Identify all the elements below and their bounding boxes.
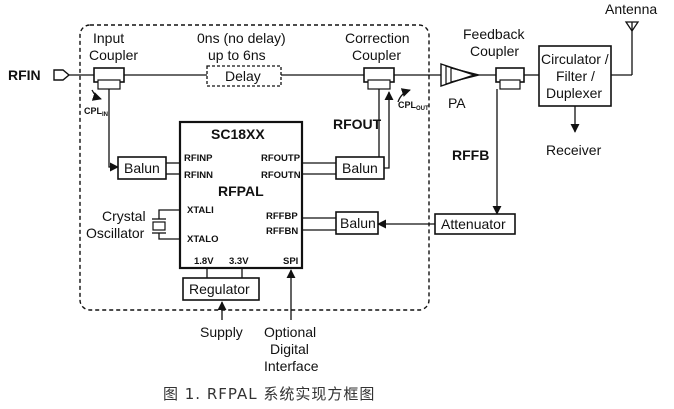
balun-out-label: Balun [342, 160, 378, 176]
input-coupler-label-1: Input [93, 30, 124, 46]
chip-name: SC18XX [211, 126, 265, 142]
balun-out [335, 156, 385, 180]
balun-fb [335, 211, 379, 235]
feedback-coupler-label-2: Coupler [470, 43, 519, 59]
delay-label-2: up to 6ns [208, 47, 266, 63]
pin-rfoutn: RFOUTN [261, 170, 301, 181]
digital-label-1: Optional [264, 324, 316, 340]
circulator-label-3: Duplexer [546, 85, 602, 101]
circulator-label-1: Circulator / [541, 51, 609, 67]
correction-coupler-inner [367, 79, 391, 90]
input-coupler-label-2: Coupler [89, 47, 138, 63]
pin-xtalo: XTALO [187, 234, 219, 245]
crystal-icon [152, 221, 166, 231]
antenna-label: Antenna [605, 1, 657, 17]
wire-cplin-balun [108, 89, 119, 172]
balun-in-label: Balun [124, 160, 160, 176]
delay-text: Delay [225, 68, 261, 84]
supply-label: Supply [200, 324, 243, 340]
crystal-label-1: Crystal [102, 208, 146, 224]
regulator-block [182, 277, 260, 301]
delay-block [206, 65, 282, 87]
sc18xx-chip [178, 120, 304, 270]
pin-rffbn: RFFBN [266, 226, 298, 237]
cpl-in-curved-arrow [91, 89, 102, 101]
pin-rfoutp: RFOUTP [261, 153, 301, 164]
figure-caption: 图 1. RFPAL 系统实现方框图 [163, 385, 375, 403]
pin-rfinn: RFINN [184, 170, 213, 181]
regulator-label: Regulator [189, 281, 250, 297]
balun-fb-label: Balun [340, 215, 376, 231]
balun-in [117, 156, 167, 180]
circulator-label-2: Filter / [556, 68, 595, 84]
wire-crystal-xtali [158, 209, 180, 219]
attenuator-label: Attenuator [441, 216, 506, 232]
pin-rffbp: RFFBP [266, 211, 298, 222]
pin-33v: 3.3V [229, 256, 249, 267]
pin-rfinp: RFINP [184, 153, 213, 164]
delay-label-1: 0ns (no delay) [197, 30, 286, 46]
module-outline [79, 24, 430, 311]
input-coupler-inner [97, 79, 121, 90]
pin-18v: 1.8V [194, 256, 214, 267]
rffb-label: RFFB [452, 147, 489, 163]
digital-label-3: Interface [264, 358, 319, 374]
correction-coupler-label-1: Correction [345, 30, 410, 46]
cpl-out-curved-arrow [397, 88, 411, 103]
cpl-in-label: CPLIN [84, 106, 108, 118]
pin-spi: SPI [283, 256, 298, 267]
pa-triangle-3 [450, 67, 480, 83]
digital-label-2: Digital [270, 341, 309, 357]
chip-core: RFPAL [218, 183, 264, 199]
correction-coupler-label-2: Coupler [352, 47, 401, 63]
feedback-coupler-inner [499, 79, 521, 90]
rfin-connector [53, 69, 71, 81]
feedback-coupler-label-1: Feedback [463, 26, 525, 42]
wire-crystal-xtalo [158, 233, 180, 240]
cpl-out-label: CPLOUT [398, 100, 429, 112]
rfout-label: RFOUT [333, 116, 382, 132]
pin-xtali: XTALI [187, 205, 214, 216]
crystal-label-2: Oscillator [86, 225, 145, 241]
rfin-label: RFIN [8, 67, 41, 83]
pa-label: PA [448, 95, 466, 111]
receiver-label: Receiver [546, 142, 602, 158]
